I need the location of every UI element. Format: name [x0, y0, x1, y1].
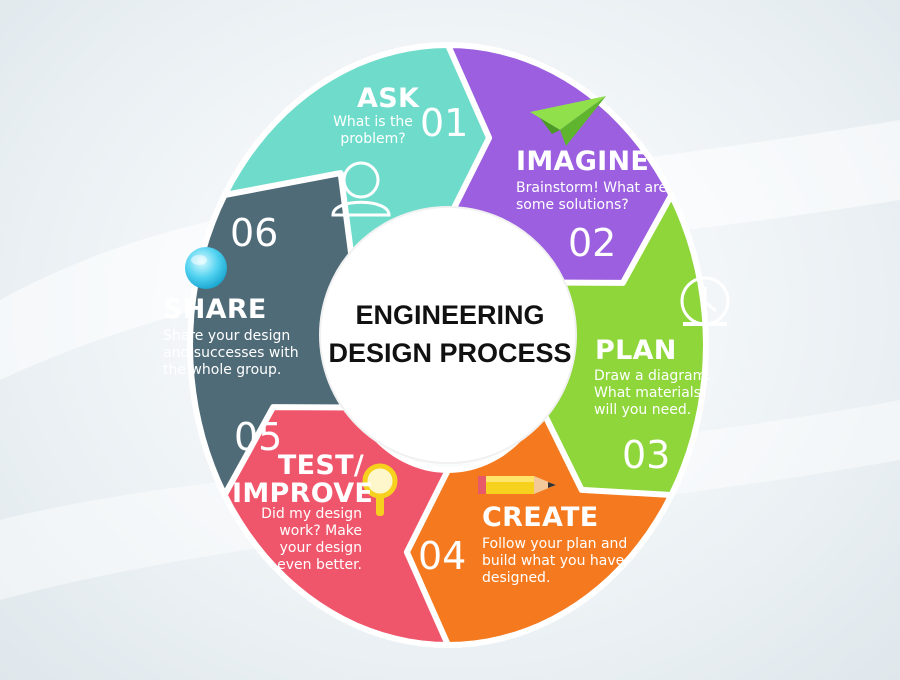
- step-test-desc: Did my design work? Make your design eve…: [244, 506, 362, 574]
- step-share-desc: Share your design and successes with the…: [163, 328, 299, 379]
- step-imagine-desc-line1: Brainstorm! What are: [516, 180, 668, 196]
- globe-icon: [185, 247, 227, 289]
- step-create-title: CREATE: [482, 502, 599, 533]
- step-create-desc-line1: Follow your plan and: [482, 536, 628, 552]
- step-test-desc-line4: even better.: [277, 557, 362, 573]
- center-title-line2: DESIGN PROCESS: [328, 338, 572, 368]
- magnifier-icon: [362, 463, 398, 516]
- step-ask-desc-line2: problem?: [340, 131, 406, 147]
- center-title-line1: ENGINEERING: [355, 300, 545, 330]
- clock-icon: [680, 276, 730, 326]
- step-create-desc-line2: build what you have: [482, 553, 625, 569]
- step-share-title: SHARE: [163, 294, 267, 325]
- step-plan-number: 03: [622, 433, 671, 477]
- step-share-desc-line2: and successes with: [163, 345, 299, 361]
- center-circle: [319, 206, 577, 464]
- step-imagine-number: 02: [568, 221, 617, 265]
- person-icon: [331, 161, 391, 217]
- step-test-title-line1: TEST/: [277, 450, 364, 481]
- step-test-number: 05: [234, 415, 283, 459]
- step-create-desc-line3: designed.: [482, 570, 551, 586]
- step-test-title-line2: IMPROVE: [232, 478, 374, 510]
- pencil-icon: [478, 476, 556, 494]
- step-plan-desc-line3: will you need.: [594, 402, 692, 418]
- step-share-desc-line3: the whole group.: [163, 362, 282, 378]
- center-title: ENGINEERING DESIGN PROCESS: [310, 296, 590, 372]
- paper-plane-icon: [530, 96, 606, 146]
- step-create-number: 04: [418, 534, 467, 578]
- step-imagine-desc-line2: some solutions?: [516, 197, 629, 213]
- step-imagine-desc: Brainstorm! What are some solutions?: [516, 180, 667, 214]
- step-ask-number: 01: [420, 101, 469, 145]
- step-ask-desc: What is the problem?: [328, 114, 418, 148]
- step-share-number: 06: [230, 211, 279, 255]
- step-plan-title: PLAN: [595, 335, 677, 366]
- step-test-desc-line3: your design: [279, 540, 362, 556]
- step-test-desc-line2: work? Make: [279, 523, 362, 539]
- step-imagine-title: IMAGINE: [516, 146, 650, 177]
- step-create-desc: Follow your plan and build what you have…: [482, 536, 627, 587]
- step-ask-desc-line1: What is the: [333, 114, 413, 130]
- step-test-desc-line1: Did my design: [261, 506, 362, 522]
- step-plan-desc-line1: Draw a diagram.: [594, 368, 711, 384]
- step-plan-desc: Draw a diagram. What materials will you …: [594, 368, 711, 419]
- step-ask-title: ASK: [357, 83, 420, 114]
- step-test-title: TEST/ IMPROVE: [232, 450, 374, 510]
- step-share-desc-line1: Share your design: [163, 328, 291, 344]
- step-plan-desc-line2: What materials: [594, 385, 701, 401]
